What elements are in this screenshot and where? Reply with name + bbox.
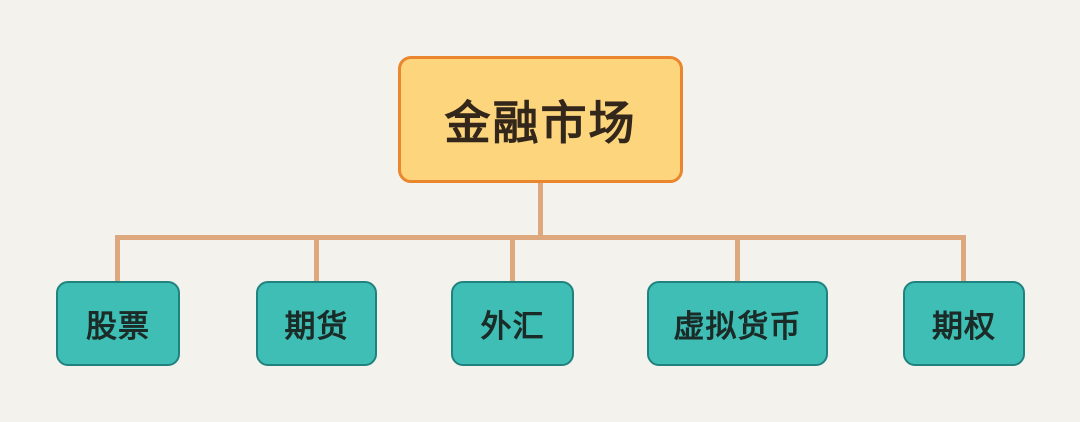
connector-drop-virtual-currency xyxy=(735,239,740,281)
connector-drop-futures xyxy=(314,239,319,281)
node-forex: 外汇 xyxy=(451,281,574,366)
node-virtual-currency: 虚拟货币 xyxy=(647,281,828,366)
node-futures-label: 期货 xyxy=(284,309,349,345)
node-forex-label: 外汇 xyxy=(480,309,545,345)
connector-drop-stocks xyxy=(115,239,120,281)
node-futures: 期货 xyxy=(256,281,377,366)
node-options: 期权 xyxy=(903,281,1025,366)
root-node-label: 金融市场 xyxy=(444,95,637,150)
connector-root-stem xyxy=(538,183,543,240)
node-virtual-currency-label: 虚拟货币 xyxy=(673,309,802,345)
connector-drop-options xyxy=(961,239,966,281)
connector-drop-forex xyxy=(510,239,515,281)
connector-horizontal-bar xyxy=(115,235,966,240)
node-stocks-label: 股票 xyxy=(86,309,150,345)
node-stocks: 股票 xyxy=(56,281,180,366)
root-node-financial-markets: 金融市场 xyxy=(398,56,683,183)
node-options-label: 期权 xyxy=(932,309,996,345)
